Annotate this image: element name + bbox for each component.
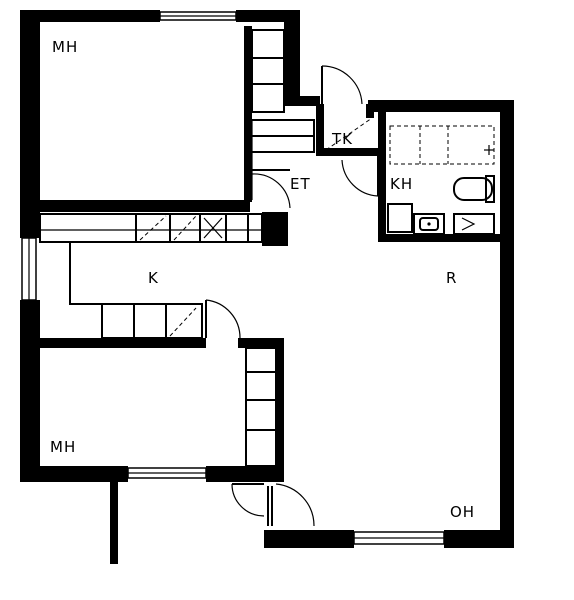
wardrobe-bottom bbox=[245, 347, 277, 467]
laundry-cabinet bbox=[387, 203, 413, 233]
exterior-walls bbox=[20, 10, 514, 564]
kitchen-counter-top bbox=[39, 213, 285, 243]
doors bbox=[205, 65, 379, 527]
wardrobe-top bbox=[251, 29, 285, 113]
label-kitchen: K bbox=[148, 269, 159, 287]
entry-storage bbox=[249, 119, 315, 200]
label-entry-storage: ET bbox=[290, 175, 311, 193]
label-bedroom: MH bbox=[50, 438, 76, 456]
sink-icon bbox=[413, 213, 445, 235]
windows bbox=[21, 11, 445, 545]
room-labels: MH ET TK KH K R MH OH bbox=[50, 38, 475, 521]
label-living-room: R bbox=[446, 269, 457, 287]
vanity-icon bbox=[453, 213, 495, 235]
interior-walls bbox=[38, 26, 502, 482]
kitchen-counter-bottom bbox=[101, 303, 203, 339]
label-dressing-room: TK bbox=[331, 130, 353, 148]
label-master-bedroom: MH bbox=[52, 38, 78, 56]
bathroom-fixtures bbox=[387, 125, 495, 235]
label-balcony-door: OH bbox=[450, 503, 475, 521]
kitchen-island bbox=[69, 241, 102, 305]
toilet-icon bbox=[453, 177, 493, 201]
shower-area bbox=[389, 125, 495, 165]
label-bathroom: KH bbox=[390, 175, 413, 193]
